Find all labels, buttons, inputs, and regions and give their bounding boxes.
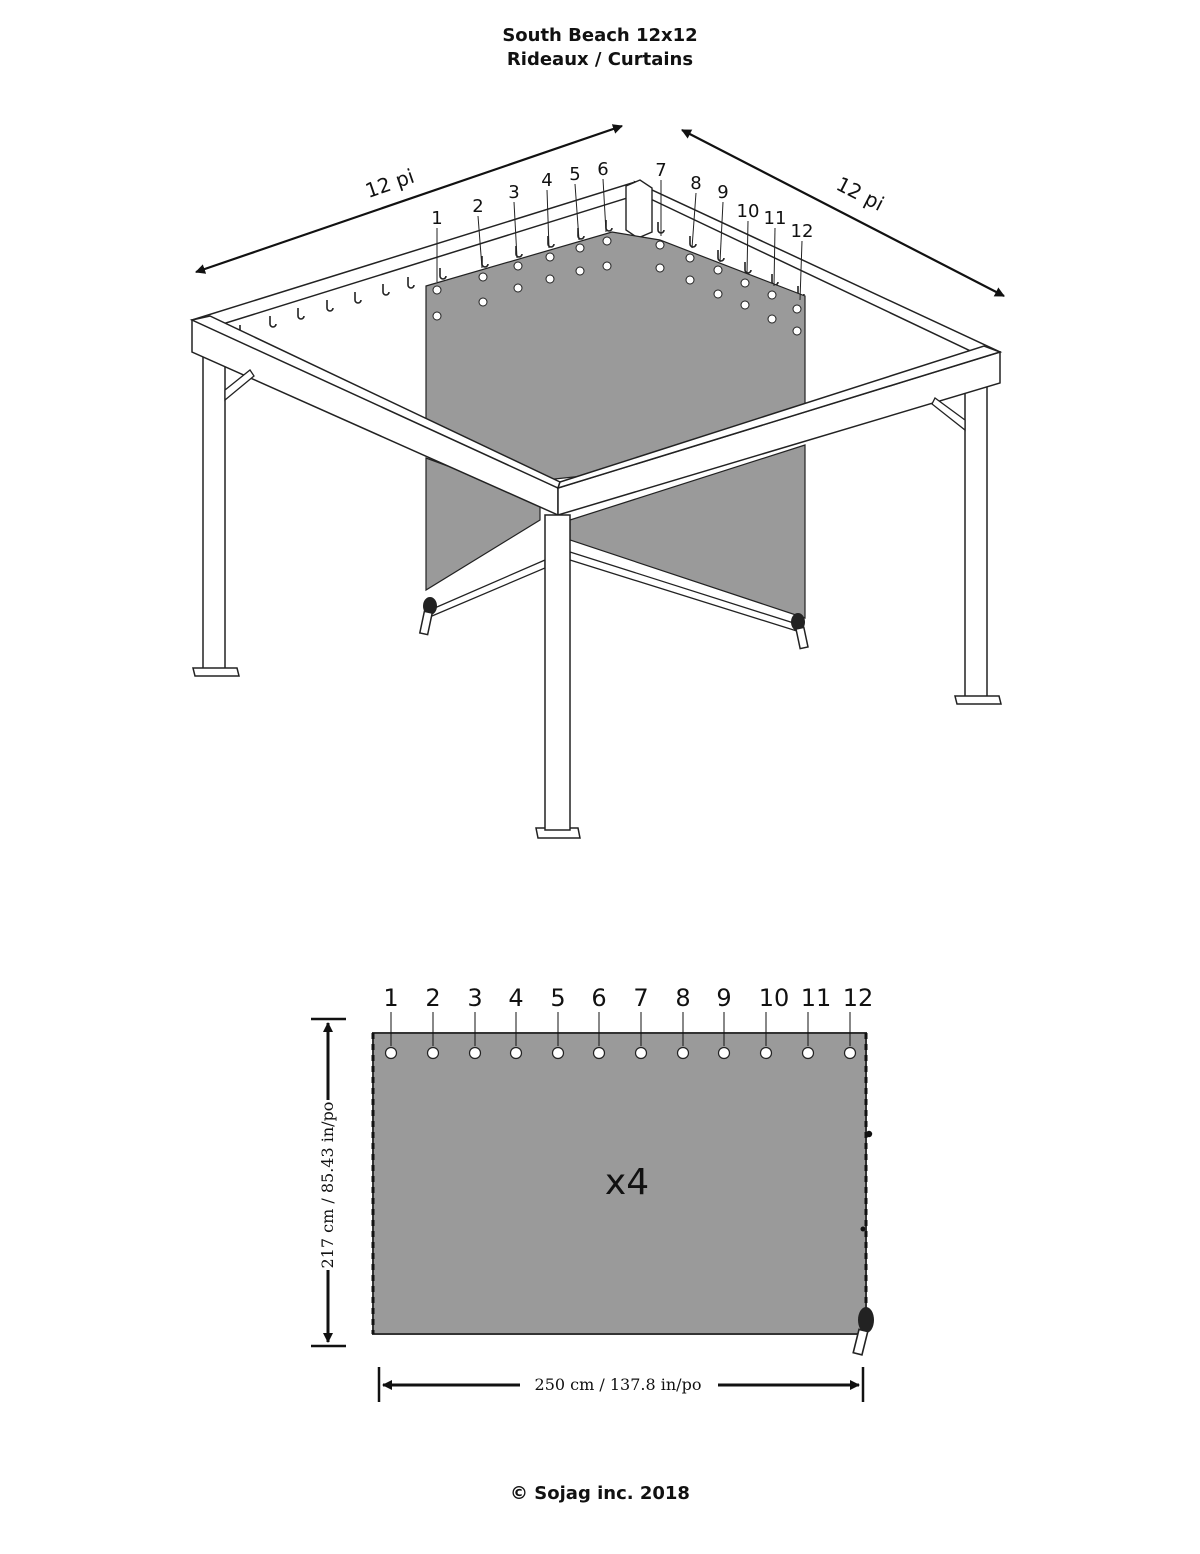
- diagram-title: South Beach 12x12 Rideaux / Curtains: [0, 24, 1200, 72]
- front-beams: [189, 315, 1003, 517]
- front-posts: [544, 514, 571, 831]
- curtain-panel: [372, 1032, 867, 1335]
- grommet-label: 4: [508, 984, 523, 1012]
- width-dimension-label: 250 cm / 137.8 in/po: [535, 1375, 702, 1394]
- zipper-pull-icon: [852, 1307, 874, 1356]
- height-dimension-label: 217 cm / 85.43 in/po: [318, 1102, 337, 1269]
- ring-label: 11: [764, 208, 787, 229]
- ring-label: 3: [508, 182, 519, 203]
- ring-label: 10: [737, 201, 760, 222]
- title-line-1: South Beach 12x12: [502, 25, 698, 46]
- ring-label: 5: [569, 164, 580, 185]
- ring-labels: 1 2 3 4 5 6 7 8 9 10 11 12: [431, 159, 813, 242]
- grommet-label: 12: [843, 984, 874, 1012]
- grommet-label: 8: [675, 984, 690, 1012]
- gazebo-illustration: 12 pi 12 pi: [189, 124, 1005, 839]
- zipper-pulls: [418, 597, 809, 650]
- grommet-label: 6: [591, 984, 606, 1012]
- quantity-label: x4: [605, 1162, 649, 1203]
- title-line-2: Rideaux / Curtains: [506, 49, 694, 70]
- snap-dot: [860, 1226, 866, 1232]
- ring-label: 1: [431, 208, 442, 229]
- dimension-label-right: 12 pi: [832, 172, 888, 216]
- dimension-arrow-right: [681, 129, 1005, 297]
- ring-label: 12: [791, 221, 814, 242]
- ring-label: 7: [655, 160, 666, 181]
- copyright-footer: © Sojag inc. 2018: [510, 1483, 690, 1504]
- grommet-label: 9: [716, 984, 731, 1012]
- curtain-grommets: [432, 236, 802, 336]
- ring-label: 9: [717, 182, 728, 203]
- ring-label: 4: [541, 170, 552, 191]
- ring-leader-lines: [436, 178, 803, 301]
- grommet-label: 3: [467, 984, 482, 1012]
- panel-grommets: [384, 1012, 857, 1060]
- ring-label: 8: [690, 173, 701, 194]
- grommet-label: 5: [550, 984, 565, 1012]
- curtain-panel-diagram: 1 2 3 4 5 6 7 8 9 10 11 12: [311, 984, 874, 1402]
- post-bases: [192, 667, 1002, 839]
- ring-label: 6: [597, 159, 608, 180]
- grommet-label: 11: [801, 984, 832, 1012]
- grommet-label: 2: [425, 984, 440, 1012]
- grommet-label: 10: [759, 984, 790, 1012]
- dimension-label-left: 12 pi: [362, 164, 417, 203]
- grommet-labels: 1 2 3 4 5 6 7 8 9 10 11 12: [383, 984, 873, 1012]
- dimension-arrow-left: [195, 124, 623, 274]
- back-corner-block: [625, 179, 653, 239]
- ring-label: 2: [472, 196, 483, 217]
- grommet-label: 1: [383, 984, 398, 1012]
- curtain-hooks: [239, 220, 805, 337]
- grommet-label: 7: [633, 984, 648, 1012]
- snap-dot: [865, 1130, 873, 1138]
